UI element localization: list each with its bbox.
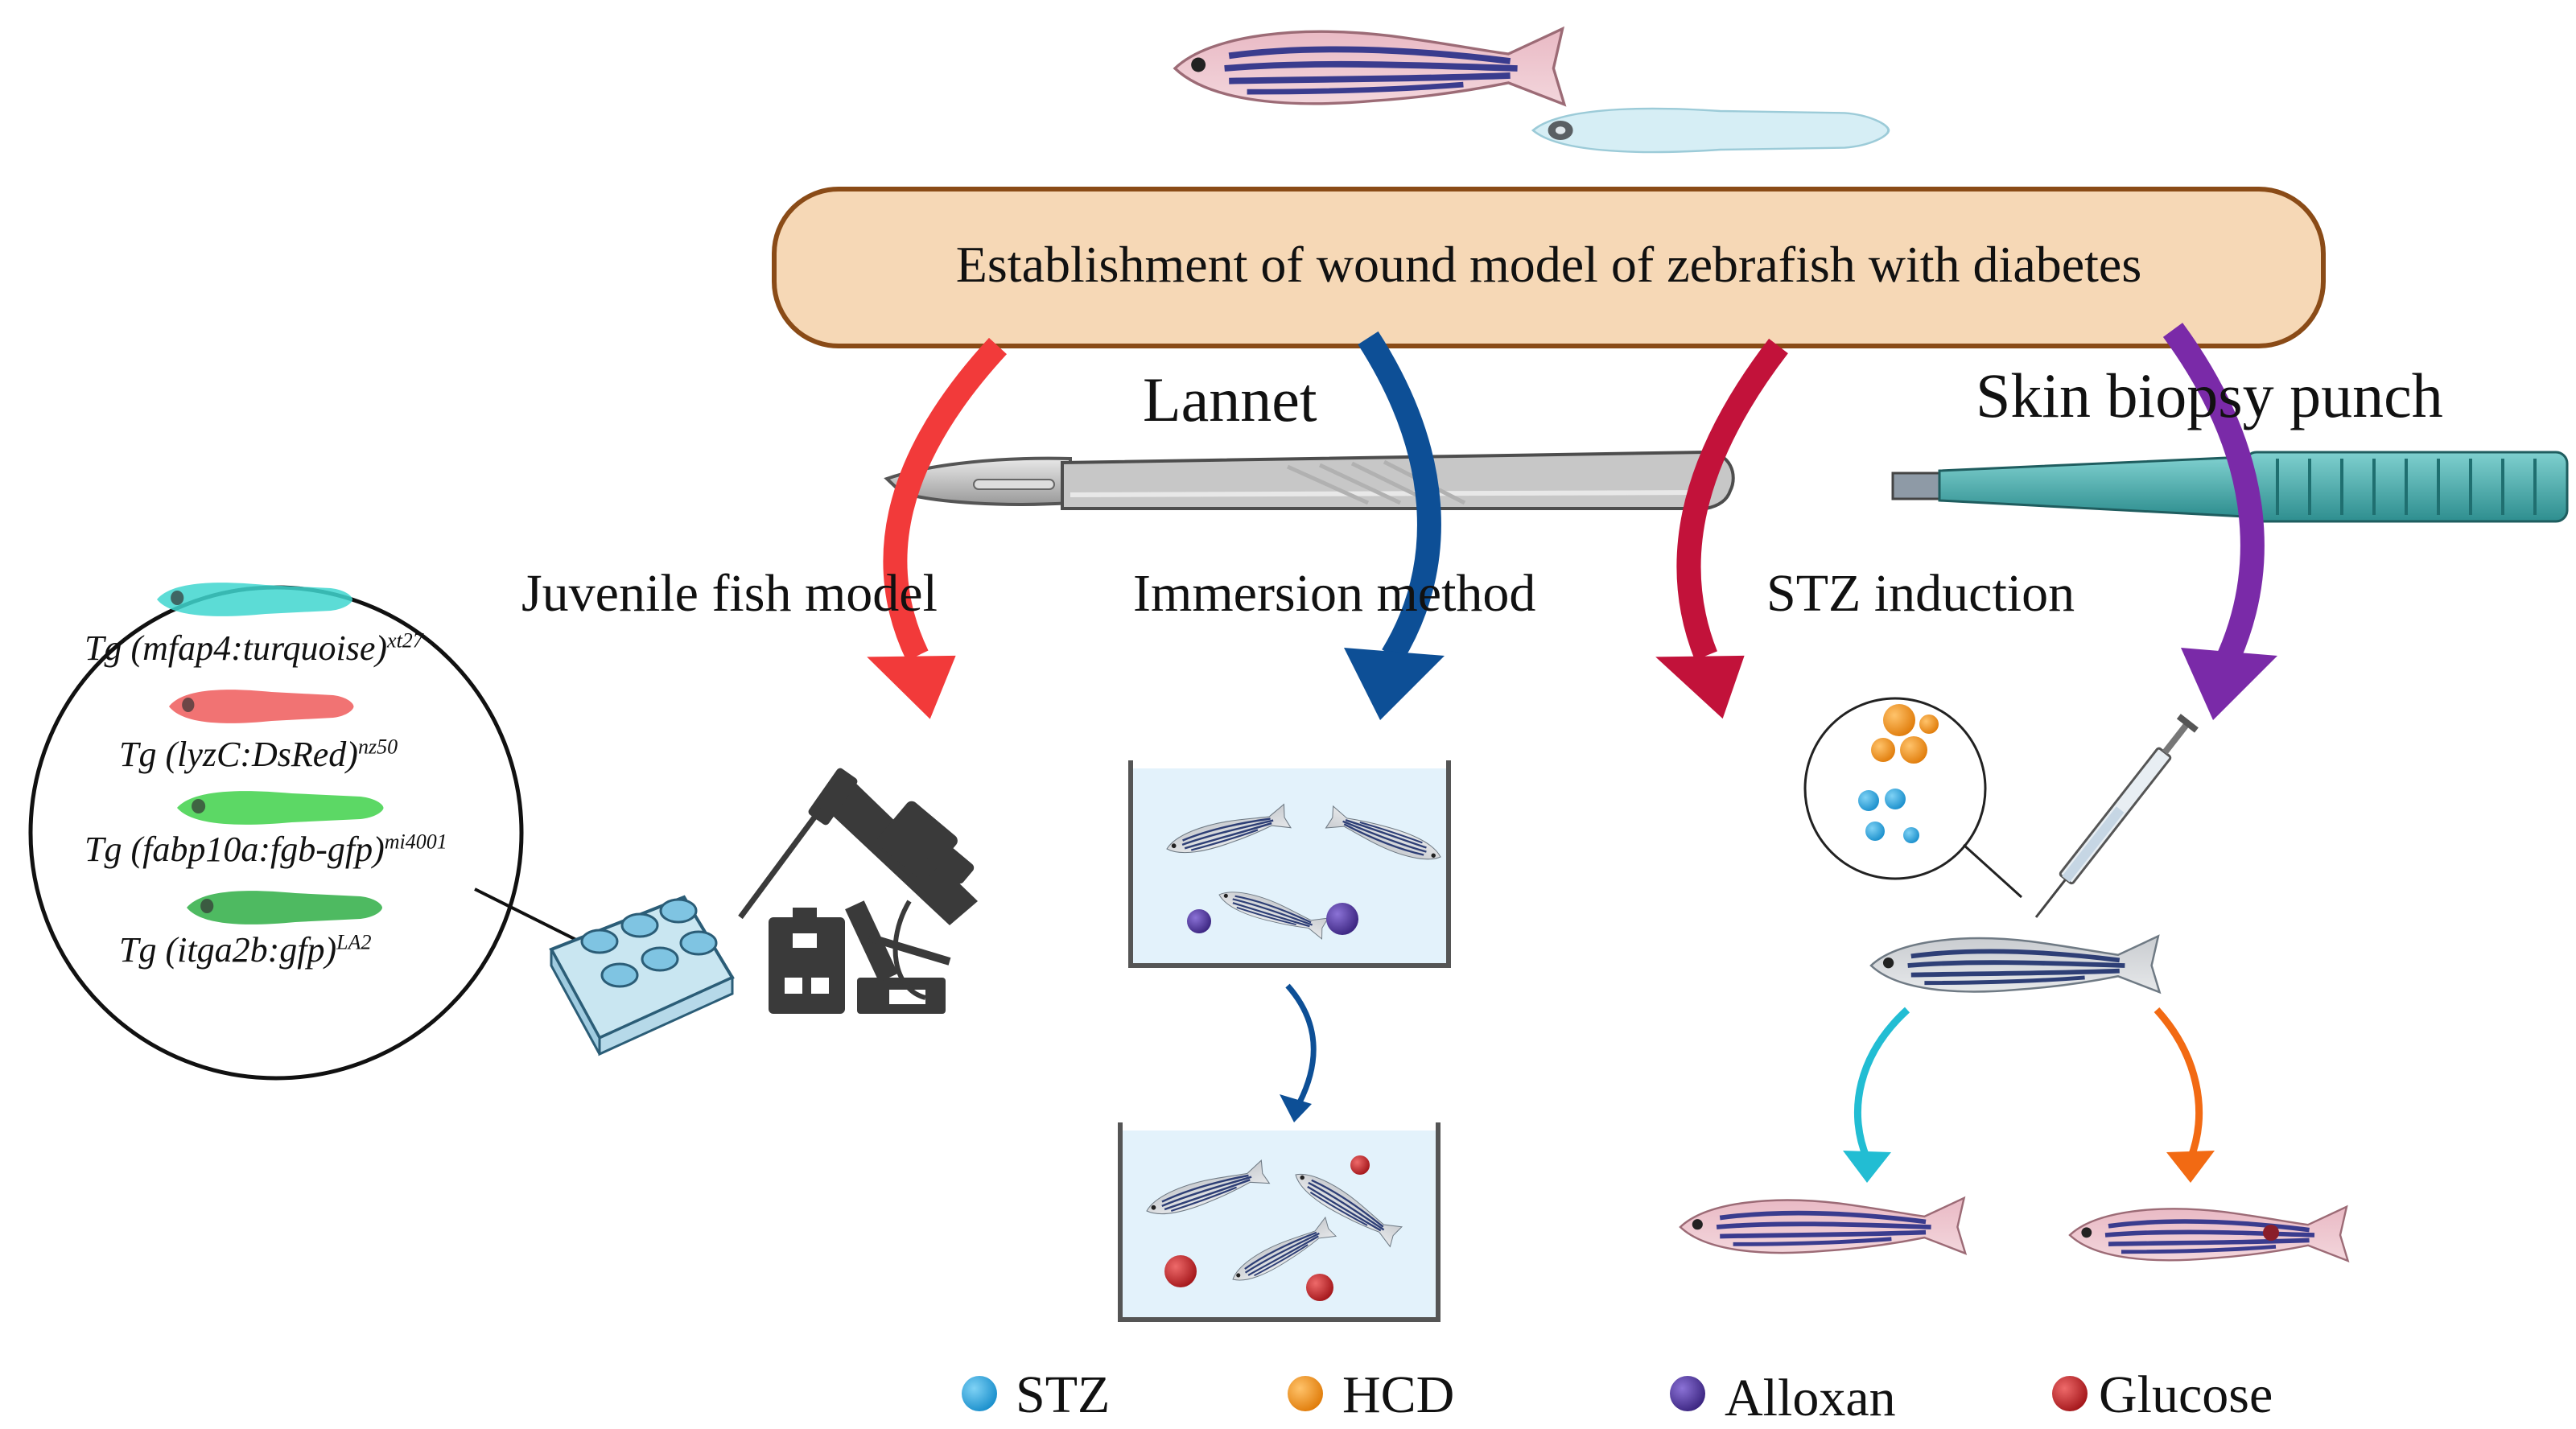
larva-illustration [1531,107,1890,154]
arrow-right-branch [2154,1007,2215,1183]
glucose-ball [1164,1255,1197,1287]
arrow-immersion [1344,331,1445,720]
legend-label-stz: STZ [1016,1365,1111,1424]
arrow-juvenile [867,337,1008,719]
hcd-ball [1883,704,1915,736]
transgenic-line-2: Tg (lyzC:DsRed)nz50 [119,735,398,774]
immersion-label: Immersion method [1133,564,1536,623]
arrow-left-branch [1843,1007,1910,1183]
arrow-biopsy [2162,323,2277,720]
legend-label-hcd: HCD [1342,1365,1455,1424]
legend-label-glucose: Glucose [2099,1365,2273,1424]
arrow-stz [1655,338,1788,719]
stz-ball [1903,827,1919,843]
syringe-illustration [2034,714,2199,918]
biopsy-label: Skin biopsy punch [1976,360,2443,430]
transgenic-line-1: Tg (mfap4:turquoise)xt27 [84,628,423,668]
transgenic-line-4: Tg (itga2b:gfp)LA2 [119,930,372,970]
transgenic-line-3: Tg (fabp10a:fgb-gfp)mi4001 [84,830,447,869]
zebrafish-left-result [1680,1198,1965,1254]
alloxan-ball [1326,903,1358,935]
stz-ball [1885,789,1906,809]
well-plate-illustration [549,895,735,1056]
injected-zebrafish-illustration [1871,936,2160,992]
hcd-ball [1919,714,1939,734]
wound-mark [2263,1225,2279,1241]
stz-ball [1858,790,1879,811]
adult-zebrafish-illustration [1175,29,1564,105]
arrow-tank-transfer [1280,983,1317,1122]
tank-bottom [1118,1122,1440,1322]
legend-dot-hcd [1288,1376,1323,1411]
microinjection-station-illustration [738,768,978,1014]
lannet-label: Lannet [1143,364,1317,434]
hcd-ball [1900,736,1927,764]
legend-dot-alloxan [1670,1376,1705,1411]
stz-label: STZ induction [1766,564,2075,623]
legend-dot-stz [962,1376,997,1411]
title-text: Establishment of wound model of zebrafis… [955,236,2142,293]
glucose-ball [1350,1155,1370,1175]
juvenile-label: Juvenile fish model [521,564,938,623]
hcd-ball [1871,738,1895,762]
scalpel-illustration [884,450,1735,510]
glucose-ball [1306,1274,1333,1301]
zebrafish-right-result [2070,1207,2348,1261]
legend-label-alloxan: Alloxan [1725,1369,1896,1427]
inset-connector-line [1962,843,2023,899]
stz-ball [1865,822,1885,841]
alloxan-ball [1187,909,1211,933]
title-box [772,187,2326,348]
tank-top [1128,760,1451,968]
legend-dot-glucose [2052,1376,2088,1411]
